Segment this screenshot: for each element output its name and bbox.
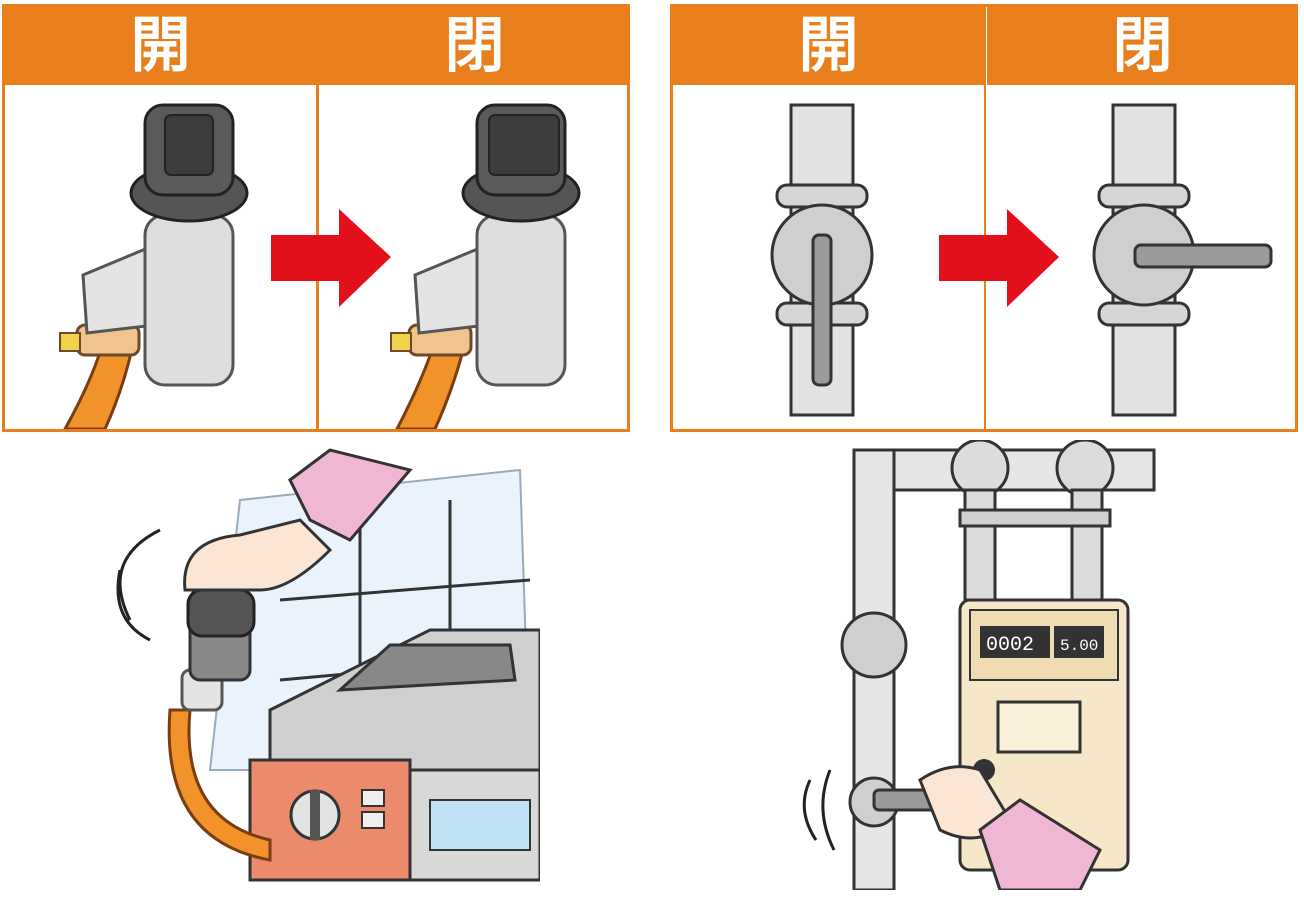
gas-cock-illustration	[59, 103, 581, 429]
gas-cock-open-icon	[59, 103, 249, 429]
meter-reading: 0002	[986, 634, 1034, 657]
burner-icon	[335, 643, 517, 692]
sleeve-icon	[288, 448, 413, 542]
ball-valve-illustration	[770, 103, 1273, 417]
ball-valve-panel: 開 閉	[670, 4, 1298, 432]
valve-open-icon	[770, 103, 874, 417]
rotation-motion-icon	[118, 528, 161, 621]
closed-label: 閉	[987, 7, 1298, 85]
gas-meter-scene: 0002 5.00	[802, 440, 1156, 890]
sleeve-icon	[978, 798, 1102, 890]
gas-cock-closed-icon	[390, 103, 581, 429]
closed-label: 閉	[319, 7, 630, 85]
open-label: 開	[673, 7, 984, 85]
rotation-motion-icon	[802, 779, 818, 841]
panel-divider	[984, 7, 986, 429]
arrow-icon	[271, 209, 391, 307]
panel-divider	[316, 7, 319, 429]
hand-icon	[183, 518, 333, 592]
stove-cock-scene	[116, 448, 540, 882]
gas-hose-icon	[167, 708, 272, 862]
gas-cock-panel: 開 閉	[2, 4, 630, 432]
open-label: 開	[5, 7, 316, 85]
meter-unit: 5.00	[1060, 637, 1098, 655]
valve-closed-icon	[1092, 103, 1273, 417]
arrow-icon	[939, 209, 1059, 307]
